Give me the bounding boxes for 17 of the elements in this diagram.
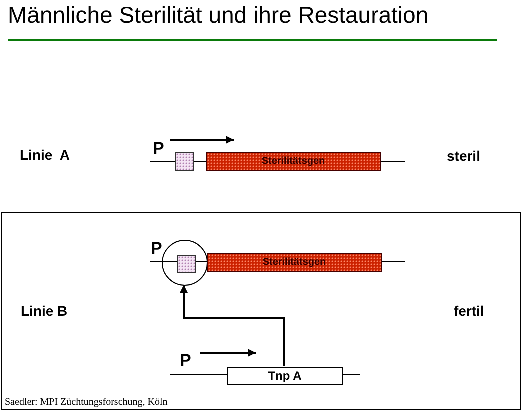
phenotype-label: fertil — [454, 303, 484, 319]
title: Männliche Sterilität und ihre Restauration — [8, 2, 429, 29]
source-note: Saedler: MPI Züchtungsforschung, Köln — [5, 397, 168, 408]
line-label: Linie A — [20, 147, 70, 163]
gene-box: Tnp A — [227, 367, 343, 385]
panel-frame — [1, 212, 521, 410]
gene-bar: Sterilitätsgen — [206, 152, 381, 171]
gene-bar: Sterilitätsgen — [207, 253, 382, 272]
promoter-box — [177, 255, 196, 273]
phenotype-label: steril — [447, 148, 480, 164]
promoter-label: P — [153, 139, 164, 159]
promoter-label: P — [180, 351, 192, 371]
line-label: Linie B — [21, 303, 68, 319]
promoter-box — [175, 152, 194, 171]
highlight-circle — [162, 240, 208, 286]
arrow — [180, 285, 285, 366]
promoter-label: P — [151, 239, 162, 259]
